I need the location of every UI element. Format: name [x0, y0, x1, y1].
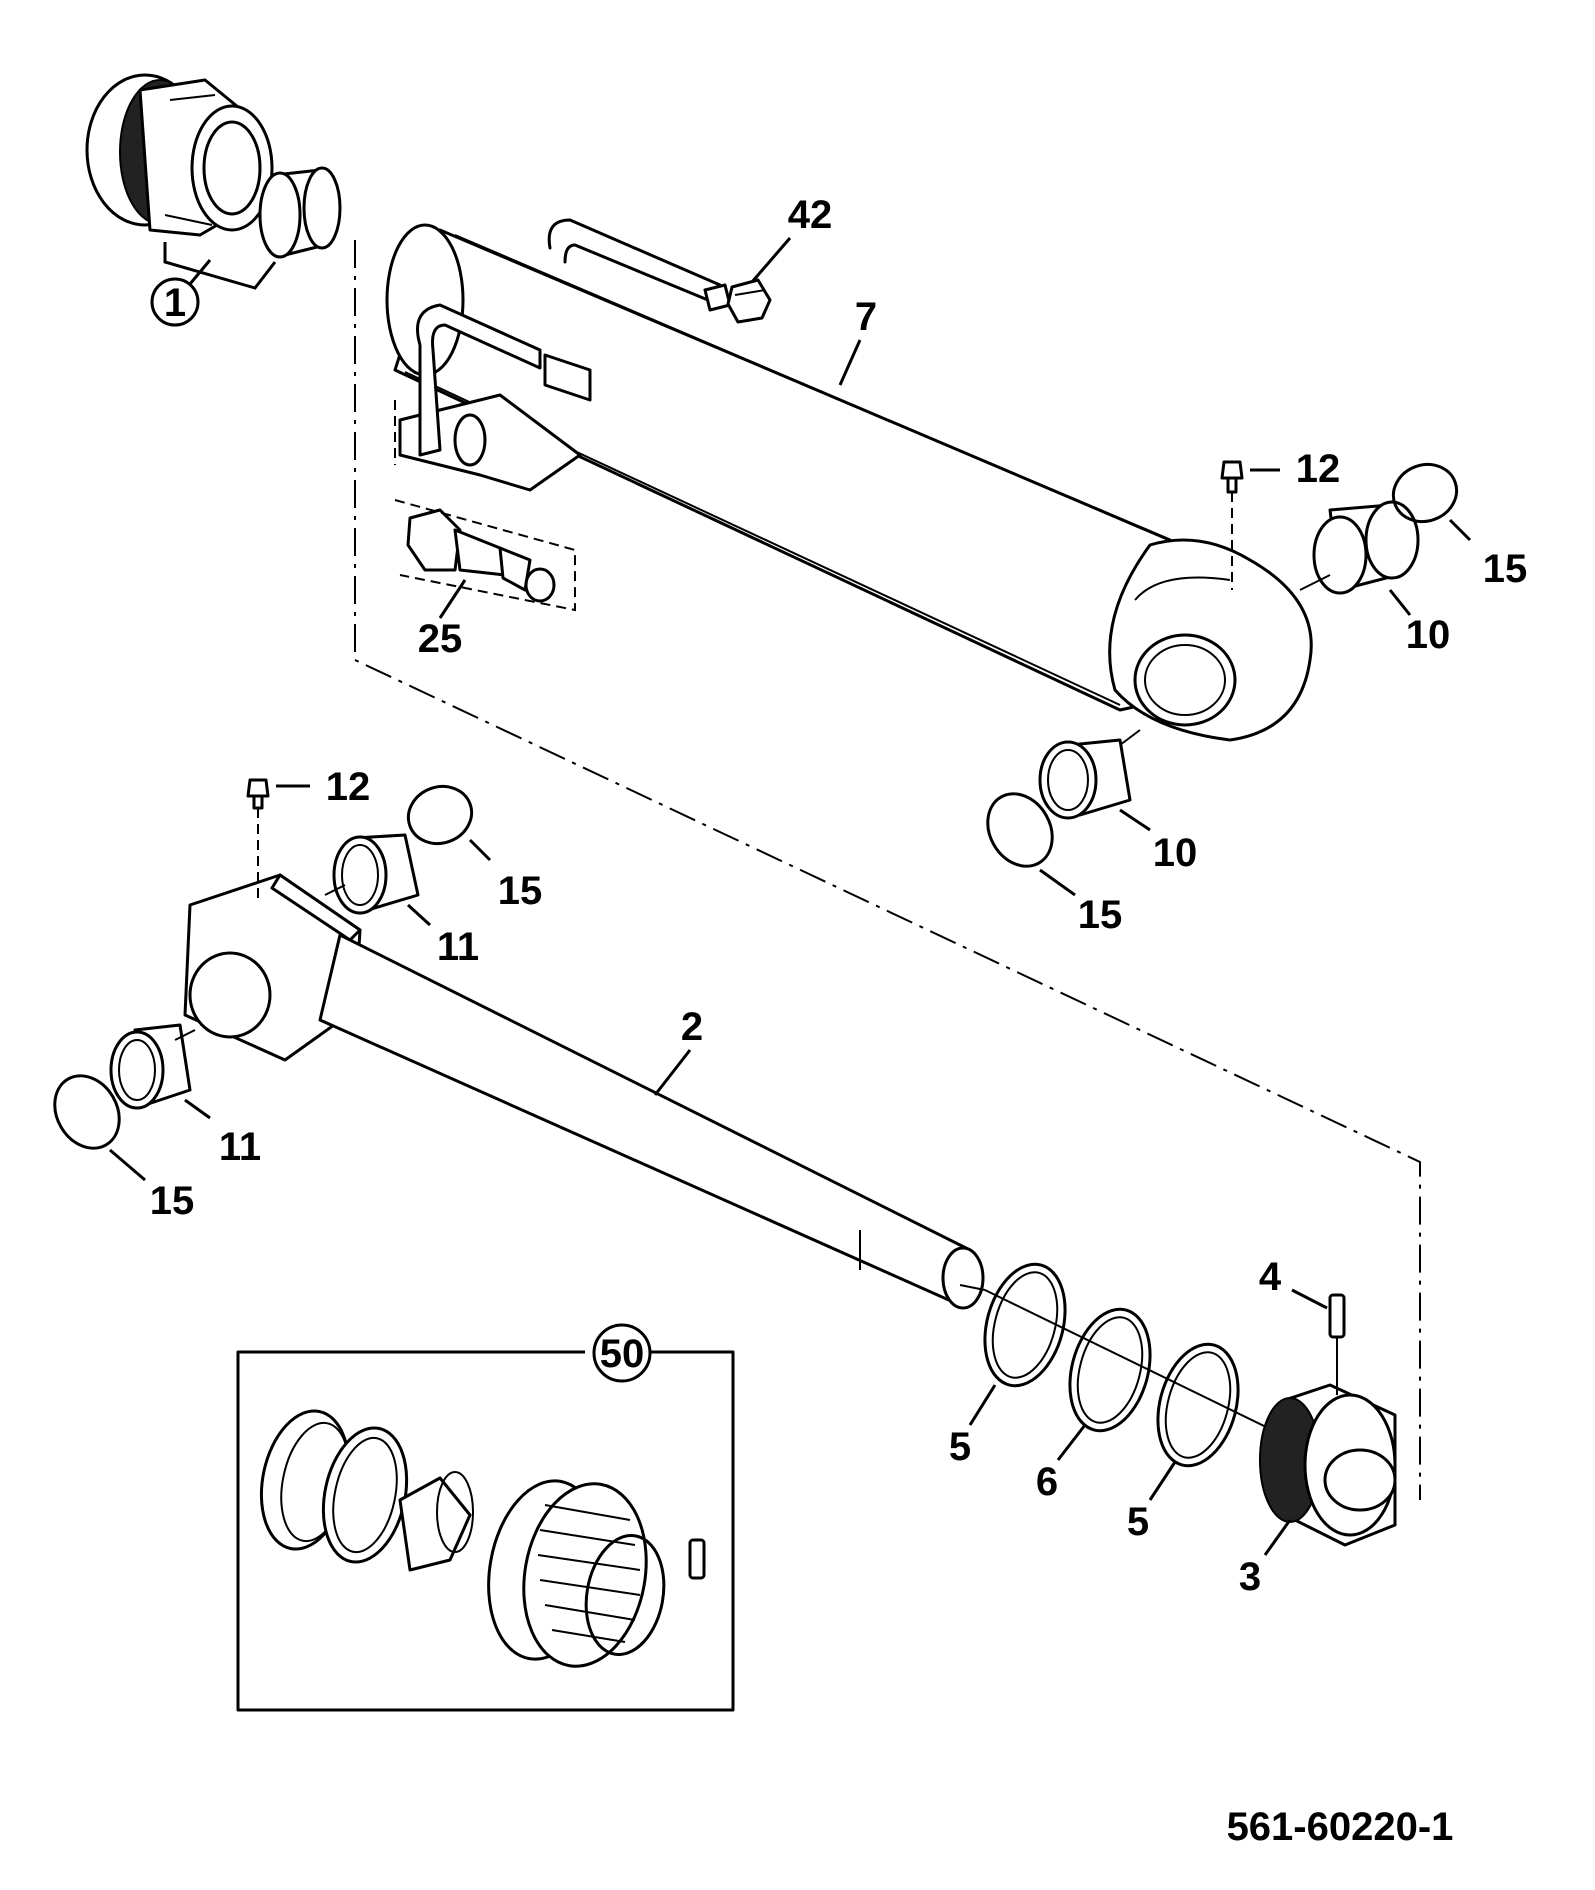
callout-15-lower-right: 15 [1078, 893, 1123, 937]
pin-item4 [1328, 1293, 1346, 1395]
head-assembly [85, 73, 274, 237]
bushing-eye-upper [332, 833, 420, 915]
callout-12-upper: 12 [1296, 447, 1341, 491]
ring-upper-right [1391, 463, 1459, 523]
drawing-number: 561-60220-1 [1227, 1805, 1454, 1849]
seal-6 [1068, 1307, 1152, 1433]
callout-5-second: 5 [1127, 1500, 1149, 1544]
callout-3: 3 [1239, 1555, 1261, 1599]
ring-eye-upper [406, 785, 474, 845]
callout-15-eye-lower: 15 [150, 1179, 195, 1223]
callout-15-upper-right: 15 [1483, 547, 1528, 591]
hydraulic-tubes [416, 218, 732, 467]
seal-kit-contents [259, 1409, 706, 1668]
callout-7: 7 [855, 295, 877, 339]
callout-25: 25 [418, 617, 463, 661]
callout-11-lower: 11 [219, 1125, 261, 1169]
cylinder-barrel [385, 223, 1313, 742]
grease-fitting-lower [246, 778, 270, 900]
ring-eye-lower [53, 1074, 121, 1150]
callout-2: 2 [681, 1005, 703, 1049]
grease-fitting-upper [1220, 460, 1244, 590]
callout-50: 50 [600, 1332, 645, 1376]
callout-10-lower: 10 [1153, 831, 1198, 875]
callout-50-circle [592, 1323, 652, 1383]
callout-12-lower: 12 [326, 765, 371, 809]
seal-5-first [983, 1262, 1067, 1388]
bushing-upper-right [1312, 500, 1420, 595]
plug-item42 [726, 278, 772, 324]
assembly-centerline [354, 240, 1421, 1500]
valve-item25 [394, 499, 576, 612]
callout-4: 4 [1259, 1255, 1282, 1299]
callout-6: 6 [1036, 1460, 1058, 1504]
callout-15-eye-upper: 15 [498, 869, 543, 913]
bushing-item1 [258, 166, 342, 259]
seal-5-second [1156, 1342, 1240, 1468]
callout-1-circle [150, 277, 200, 327]
item1-bracket [163, 242, 277, 290]
piston-item3 [1259, 1383, 1397, 1547]
callout-11-upper: 11 [437, 925, 479, 969]
callout-1: 1 [164, 281, 186, 325]
callout-42: 42 [788, 193, 833, 237]
bushing-lower-right [1038, 738, 1132, 820]
ring-lower-right [986, 792, 1054, 868]
piston-rod [183, 873, 986, 1310]
callout-5-first: 5 [949, 1425, 971, 1469]
callout-10-upper: 10 [1406, 613, 1451, 657]
bushing-eye-lower [109, 1023, 192, 1110]
